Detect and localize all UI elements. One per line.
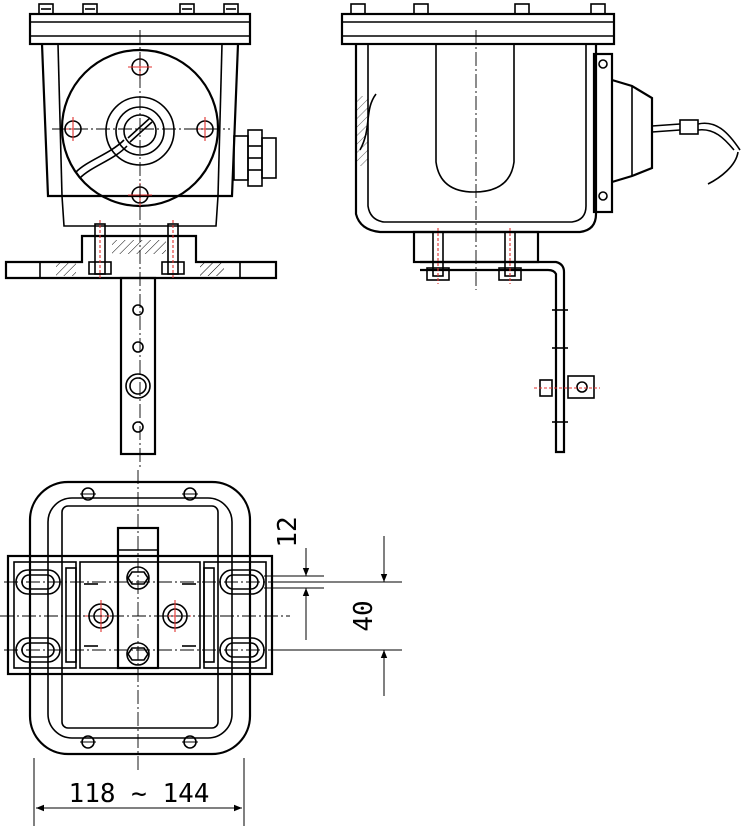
mount-arm	[119, 276, 157, 456]
cable-gland	[233, 129, 277, 187]
bracket-bolts	[88, 220, 185, 280]
front-view	[4, 3, 278, 468]
dim-12-label: 12	[273, 516, 303, 547]
frame-bolts	[80, 487, 198, 749]
dim-width-label: 118 ~ 144	[69, 779, 210, 809]
bottom-view	[0, 470, 300, 770]
side-view	[340, 3, 741, 454]
cover-bolts	[38, 3, 239, 15]
dimensions: 12 40 118 ~ 144	[33, 516, 402, 826]
dim-40-label: 40	[349, 600, 379, 631]
